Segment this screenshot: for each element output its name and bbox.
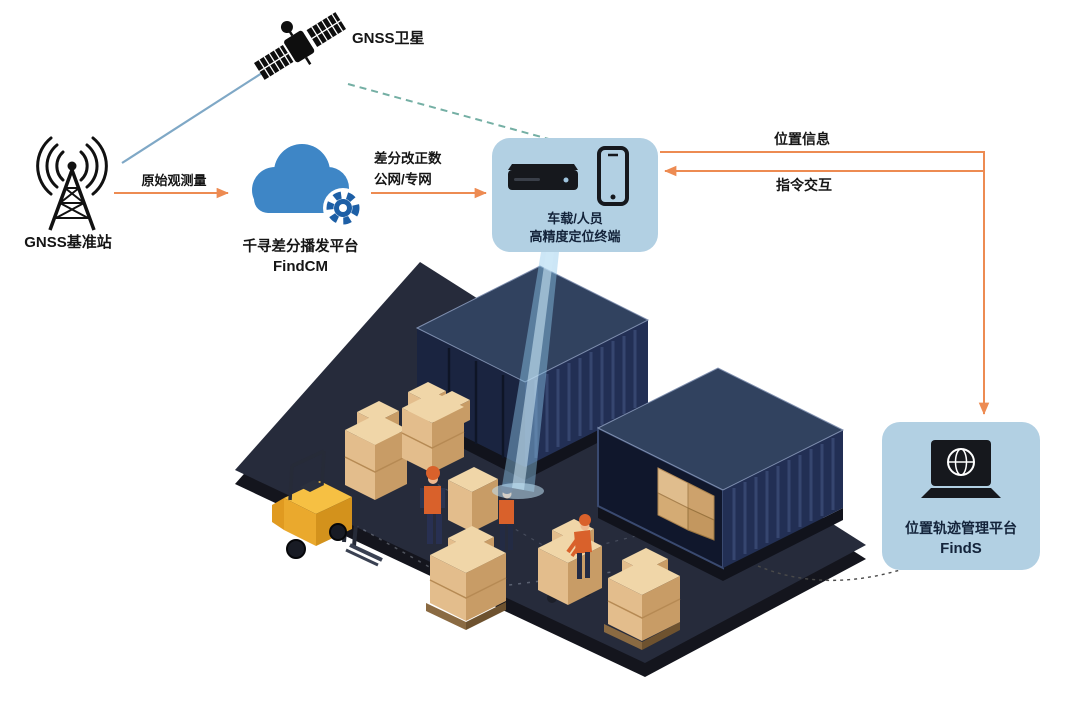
satellite-label: GNSS卫星: [352, 30, 425, 47]
terminal-node: 车载/人员 高精度定位终端: [492, 138, 658, 252]
gnss-satellite-icon: [248, 0, 352, 92]
flow-command-label: 指令交互: [776, 177, 832, 193]
shipping-container-2: [596, 367, 845, 581]
base-station-icon: [16, 136, 126, 234]
flow-correction-label-1: 差分改正数: [374, 151, 442, 166]
connectors: [114, 72, 990, 582]
smartphone-icon: [596, 146, 630, 206]
flow-position-info-label: 位置信息: [774, 131, 830, 147]
link-scene-platform: [757, 565, 901, 582]
gear-icon: [323, 188, 363, 228]
pallet-stack: [401, 382, 470, 473]
shipping-container-1: [415, 265, 650, 480]
warehouse-scene: [235, 252, 866, 677]
pallet-stack: [426, 526, 507, 630]
platform-label-2: FindS: [940, 540, 982, 557]
flow-correction-label-2: 公网/专网: [374, 172, 432, 187]
laptop-globe-icon: [921, 440, 1001, 504]
pallet-stack: [604, 548, 681, 650]
worker-1: [420, 466, 445, 544]
pallet-stack: [448, 467, 498, 532]
terminal-label-1: 车载/人员: [547, 211, 603, 226]
platform-label-1: 位置轨迹管理平台: [905, 520, 1017, 536]
worker-3: [566, 514, 592, 579]
cloud-platform-label: 千寻差分播发平台: [242, 239, 359, 255]
cargo-box: [687, 507, 715, 541]
cloud-platform-product: FindCM: [273, 258, 328, 275]
arrow-position-info: [660, 151, 990, 415]
terminal-label-2: 高精度定位终端: [529, 229, 621, 244]
link-satellite-basestation: [121, 72, 263, 164]
link-satellite-terminal: [347, 83, 557, 142]
pallet-stack: [344, 401, 408, 500]
positioning-beam: [492, 252, 559, 499]
vehicle-terminal-icon: [504, 154, 582, 194]
flow-raw-observation-label: 原始观测量: [141, 173, 207, 188]
management-platform-node: 位置轨迹管理平台 FindS: [882, 422, 1040, 570]
base-station-label: GNSS基准站: [24, 234, 112, 251]
cloud-platform-icon: [230, 132, 375, 236]
